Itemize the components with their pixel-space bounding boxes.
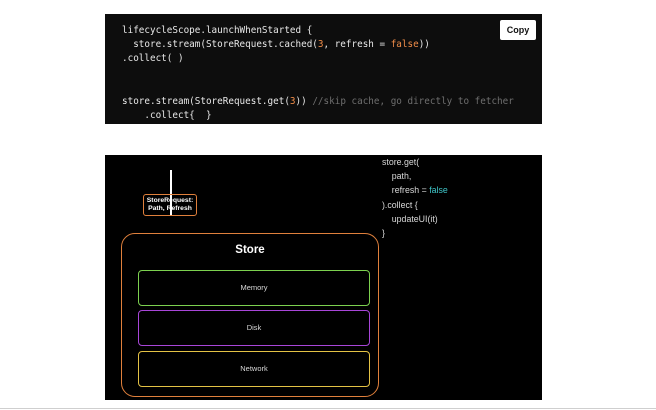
code-number: 3 xyxy=(317,39,324,51)
code-line-4: store.stream(StoreRequest.get(3)) //skip… xyxy=(122,96,514,107)
code-line-1: lifecycleScope.launchWhenStarted { xyxy=(122,25,313,36)
code-text: refresh = xyxy=(382,185,430,196)
store-code-line-4: ).collect { xyxy=(382,199,418,210)
code-snippet: lifecycleScope.launchWhenStarted { store… xyxy=(122,24,514,123)
code-text: store.stream(StoreRequest.get( xyxy=(122,96,290,108)
store-code-line-1: store.get( xyxy=(382,157,420,167)
store-request-params: Path, Refresh xyxy=(148,205,192,212)
code-text: )) xyxy=(418,39,430,51)
network-layer: Network xyxy=(138,351,370,387)
code-comment: //skip cache, go directly to fetcher xyxy=(312,96,514,108)
store-code-line-3: refresh = false xyxy=(382,185,448,195)
code-line-5: .collect{ } xyxy=(122,110,212,122)
store-request-label: StoreRequest: xyxy=(146,197,194,204)
code-keyword: false xyxy=(390,39,419,51)
store-diagram xyxy=(105,155,542,400)
code-block: lifecycleScope.launchWhenStarted { store… xyxy=(105,14,542,124)
store-request-box: StoreRequest: Path, Refresh xyxy=(143,194,197,216)
code-text: store.stream(StoreRequest.cached( xyxy=(122,39,318,51)
request-arrow xyxy=(170,170,172,216)
store-container: Store Memory Disk Network xyxy=(121,233,379,397)
code-text: , refresh = xyxy=(323,39,391,51)
memory-layer: Memory xyxy=(138,270,370,306)
copy-button[interactable]: Copy xyxy=(500,20,536,40)
code-text: )) xyxy=(295,96,313,108)
code-line-3: .collect( ) xyxy=(122,53,184,65)
store-code-line-5: updateUI(it) xyxy=(382,213,438,224)
disk-layer: Disk xyxy=(138,310,370,346)
store-get-code: store.get( path, refresh = false ).colle… xyxy=(382,155,448,240)
store-code-line-2: path, xyxy=(382,171,412,182)
code-keyword: false xyxy=(429,185,448,196)
page-divider xyxy=(0,408,656,409)
store-title: Store xyxy=(235,244,265,256)
store-code-line-6: } xyxy=(382,228,385,239)
code-number: 3 xyxy=(289,96,296,108)
code-line-2: store.stream(StoreRequest.cached(3, refr… xyxy=(122,39,430,50)
